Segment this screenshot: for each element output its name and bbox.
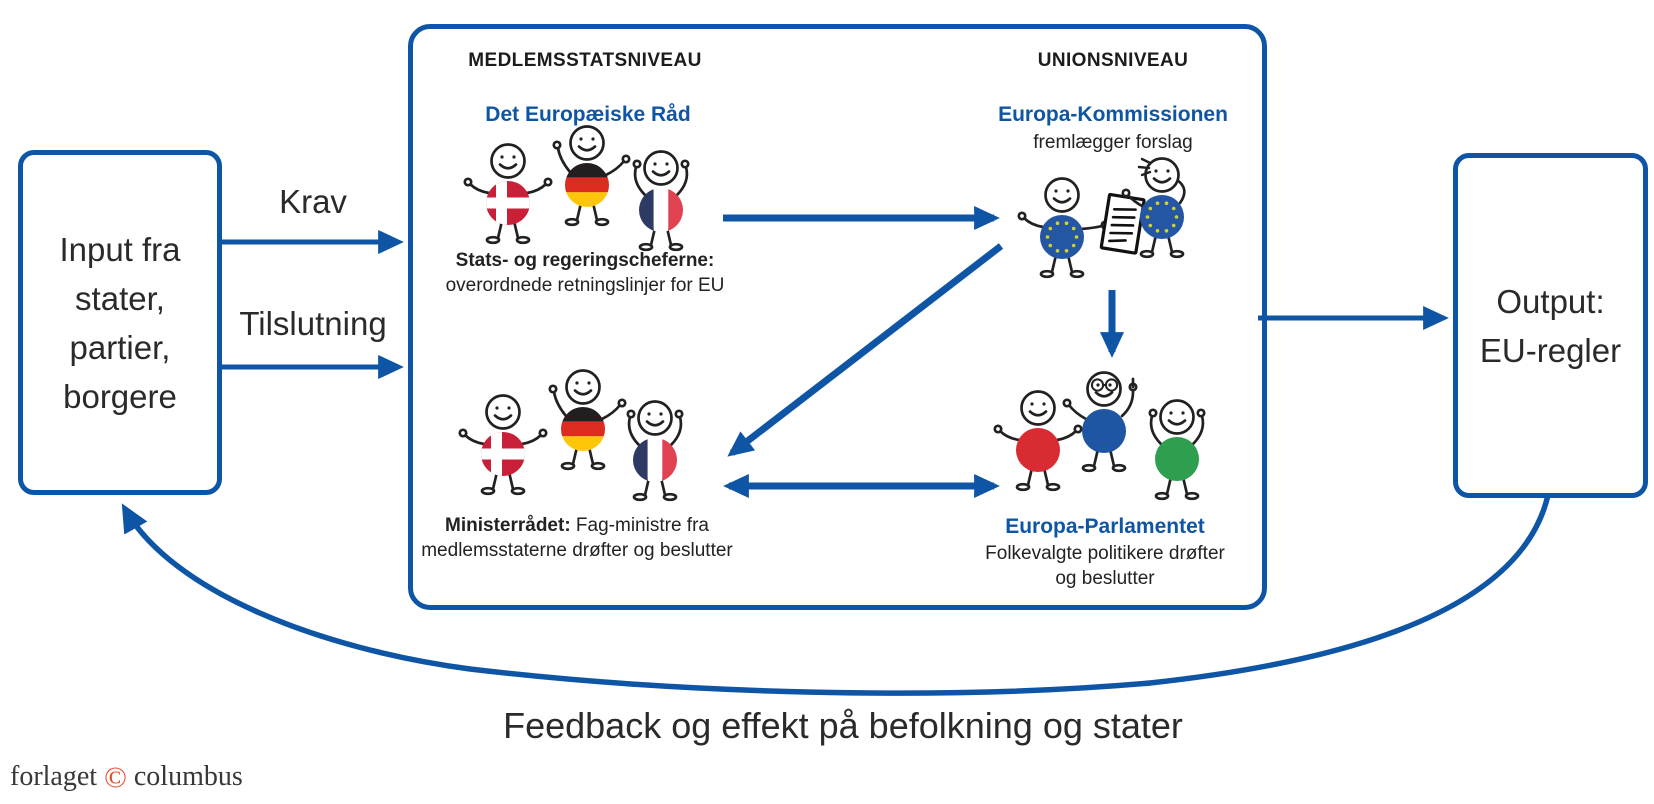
ministers-caption-bold: Ministerrådet: (445, 515, 571, 536)
union-level-header: UNIONSNIVEAU (1037, 50, 1189, 71)
krav-arrow-label: Krav (279, 183, 347, 220)
european-council-title: Det Europæiske Råd (485, 103, 691, 126)
input-line: stater, (75, 279, 165, 317)
output-line: EU-regler (1479, 331, 1622, 369)
ministers-caption-rest: Fag-ministre fra (570, 515, 709, 536)
council-of-ministers-caption: Ministerrådet: Fag-ministre fra medlemss… (367, 513, 787, 563)
ministers-caption-line1: Ministerrådet: Fag-ministre fra (367, 513, 787, 538)
output-box: Output: EU-regler (1453, 153, 1648, 498)
arrow-commission-to-ministers (727, 243, 1004, 457)
commission-title: Europa-Kommissionen (998, 103, 1228, 126)
feedback-label: Feedback og effekt på befolkning og stat… (503, 705, 1183, 746)
european-council-caption: Stats- og regeringscheferne: overordnede… (375, 248, 795, 298)
arrow-feedback-curve (121, 494, 1551, 696)
publisher-logo: forlaget © columbus (10, 761, 243, 793)
input-box-text: Input fra stater, partier, borgere (59, 225, 180, 421)
logo-suffix: columbus (133, 761, 243, 792)
member-state-level-header: MEDLEMSSTATSNIVEAU (468, 50, 702, 71)
council-caption-line2: overordnede retningslinjer for EU (445, 275, 725, 296)
central-process-box (408, 24, 1267, 610)
output-box-text: Output: EU-regler (1480, 277, 1621, 375)
council-caption-bold: Stats- og regeringscheferne: (455, 250, 715, 271)
ministers-caption-line2: medlemsstaterne drøfter og beslutter (421, 540, 733, 561)
parliament-caption-line1: Folkevalgte politikere drøfter (985, 543, 1225, 564)
parliament-title: Europa-Parlamentet (1005, 515, 1205, 538)
commission-subtitle: fremlægger forslag (1033, 132, 1193, 153)
output-line: Output: (1496, 282, 1605, 320)
parliament-caption-line2: og beslutter (1055, 568, 1155, 589)
input-line: Input fra (59, 230, 181, 268)
logo-prefix: forlaget (10, 761, 98, 792)
input-box: Input fra stater, partier, borgere (18, 150, 222, 495)
parliament-caption: Folkevalgte politikere drøfter og beslut… (895, 541, 1315, 591)
input-line: partier, (69, 328, 171, 366)
input-line: borgere (63, 377, 177, 415)
copyright-icon: © (104, 761, 127, 794)
tilslutning-arrow-label: Tilslutning (239, 305, 387, 342)
